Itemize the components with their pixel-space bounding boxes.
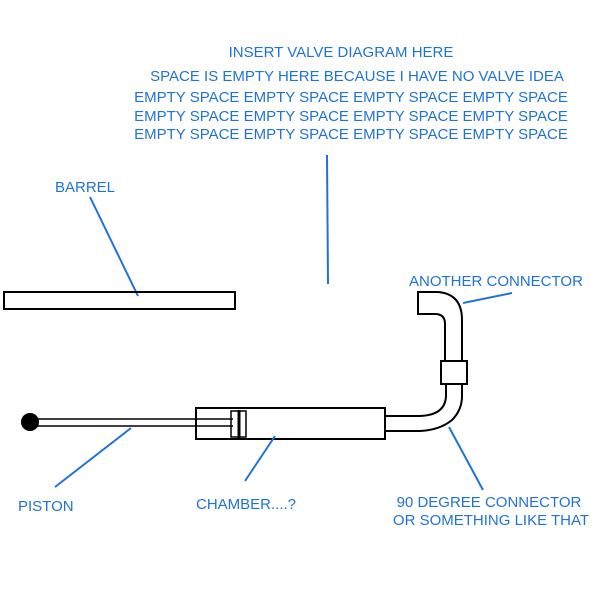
barrel [3, 291, 236, 310]
note-line-1: SPACE IS EMPTY HERE BECAUSE I HAVE NO VA… [150, 68, 564, 85]
note-line-4: EMPTY SPACE EMPTY SPACE EMPTY SPACE EMPT… [134, 126, 568, 143]
title-text: INSERT VALVE DIAGRAM HERE [229, 44, 454, 61]
piston-knob [21, 413, 39, 431]
barrel-label: BARREL [55, 179, 115, 196]
connector-leader-line [448, 426, 484, 491]
another-connector-label: ANOTHER CONNECTOR [409, 273, 583, 290]
piston-label: PISTON [18, 498, 74, 515]
connector-label-line-1: 90 DEGREE CONNECTOR [397, 494, 582, 511]
connector-label-line-2: OR SOMETHING LIKE THAT [393, 512, 589, 529]
note-line-3: EMPTY SPACE EMPTY SPACE EMPTY SPACE EMPT… [134, 108, 568, 125]
chamber-label: CHAMBER....? [196, 496, 296, 513]
chamber [195, 407, 386, 440]
coupling-collar [440, 360, 468, 385]
another-connector-leader-line [462, 292, 513, 304]
piston-leader-line [54, 427, 132, 488]
barrel-leader-line [89, 196, 139, 297]
top-connector [417, 291, 463, 361]
valve-leader-line [326, 154, 329, 285]
note-line-2: EMPTY SPACE EMPTY SPACE EMPTY SPACE EMPT… [134, 89, 568, 106]
elbow-outer [385, 384, 463, 432]
elbow-inner [385, 384, 447, 417]
chamber-leader-line [244, 435, 276, 482]
